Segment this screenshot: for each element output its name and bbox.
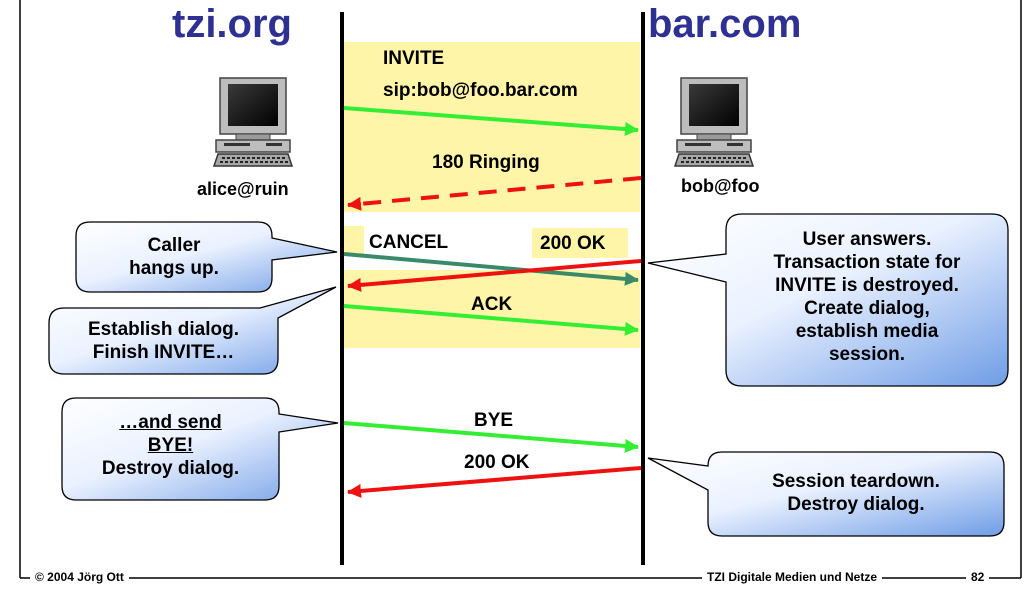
callout-user-answers-text: User answers. Transaction state for INVI…	[773, 229, 961, 365]
host-left-title: tzi.org	[172, 2, 292, 46]
computer-icon-bob	[673, 77, 755, 167]
user-right-label: bob@foo	[681, 176, 760, 196]
invite-uri-label: sip:bob@foo.bar.com	[383, 80, 578, 101]
invite-arrow	[343, 106, 639, 137]
footer-copyright: © 2004 Jörg Ott	[30, 570, 129, 584]
ok-label-2: 200 OK	[464, 452, 530, 473]
highlight-cancel-band	[344, 226, 364, 256]
callout-and-send-bye	[61, 397, 339, 501]
ok-arrow-1	[347, 259, 642, 292]
cancel-arrow	[343, 252, 639, 286]
ack-arrow	[343, 304, 639, 336]
user-left-label: alice@ruin	[197, 179, 289, 199]
callout-caller-hangs-up-text: Caller hangs up.	[129, 235, 219, 279]
highlight-ok-label	[532, 228, 628, 258]
ringing-label: 180 Ringing	[432, 152, 540, 173]
callout-caller-hangs-up	[75, 221, 338, 293]
bye-label: BYE	[474, 410, 514, 431]
callout-establish-dialog	[48, 286, 337, 375]
cancel-label: CANCEL	[369, 232, 449, 253]
callout-and-send-bye-text: …and send BYE! Destroy dialog.	[101, 412, 240, 479]
footer-page-number: 82	[966, 570, 990, 584]
ringing-arrow	[347, 176, 642, 211]
ok-label-1: 200 OK	[540, 233, 606, 254]
callout-session-teardown	[647, 451, 1005, 537]
invite-label: INVITE	[383, 48, 445, 69]
bye-arrow	[343, 421, 639, 453]
callout-session-teardown-text: Session teardown. Destroy dialog.	[772, 471, 940, 515]
callout-establish-dialog-text: Establish dialog. Finish INVITE…	[88, 319, 239, 363]
host-right-title: bar.com	[648, 2, 802, 46]
callout-user-answers	[647, 213, 1009, 387]
footer-institution: TZI Digitale Medien und Netze	[702, 570, 883, 584]
ok-arrow-2	[347, 466, 642, 498]
ack-label: ACK	[471, 294, 513, 315]
computer-icon-alice	[212, 77, 294, 167]
